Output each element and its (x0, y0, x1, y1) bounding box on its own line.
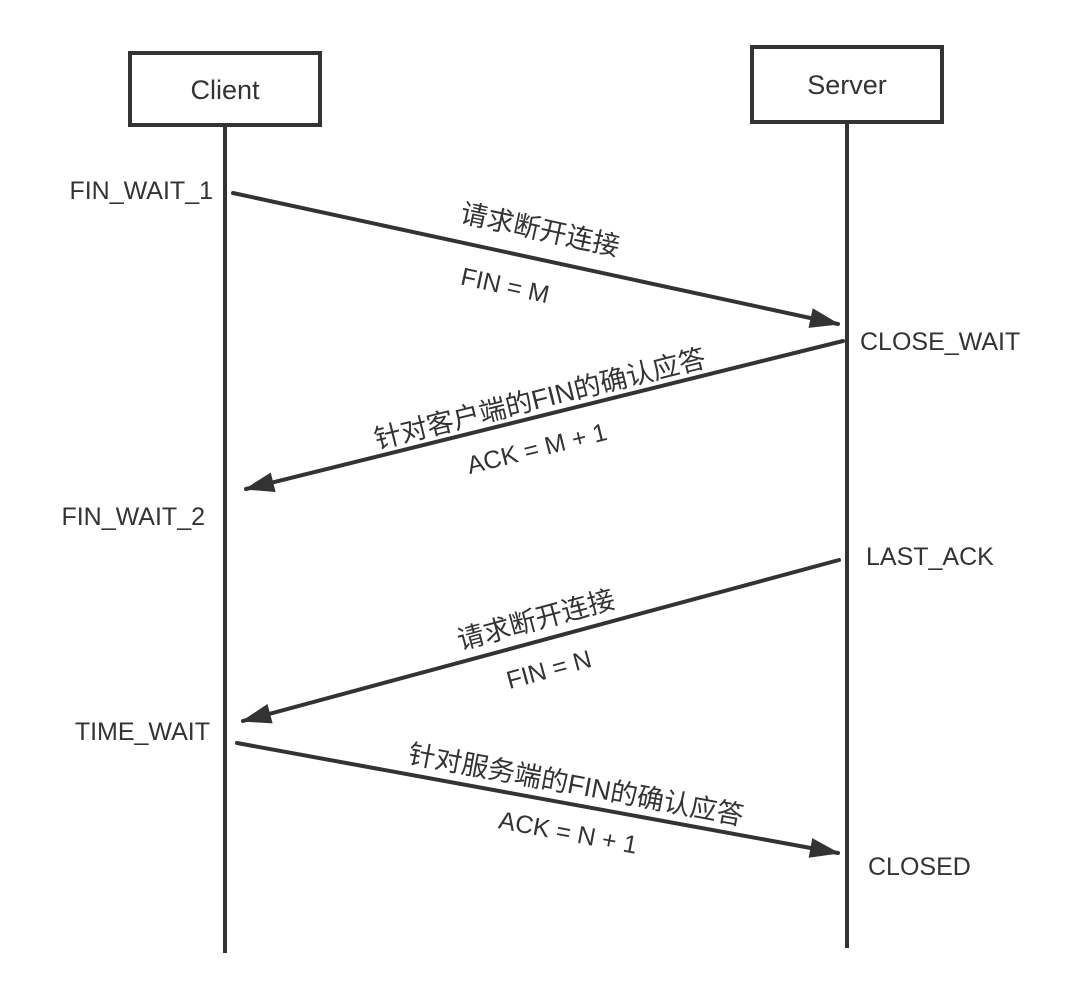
server-actor-box (750, 45, 944, 124)
message-arrow-ack-m-plus-1 (244, 339, 845, 492)
message-detail-fin-m: FIN = M (458, 263, 552, 309)
message-arrow-fin-n (241, 558, 841, 724)
message-label-fin-n: 请求断开连接 (454, 584, 618, 655)
message-detail-fin-n: FIN = N (503, 645, 594, 695)
message-label-fin-m: 请求断开连接 (458, 198, 623, 262)
state-label-last-ack: LAST_ACK (866, 543, 994, 571)
message-arrow-fin-m (231, 191, 840, 328)
client-actor-box (128, 51, 322, 127)
state-label-fin-wait-2: FIN_WAIT_2 (61, 503, 205, 531)
state-label-fin-wait-1: FIN_WAIT_1 (69, 177, 213, 205)
message-arrow-ack-n-plus-1 (235, 741, 840, 858)
state-label-close-wait: CLOSE_WAIT (860, 328, 1020, 356)
state-label-closed: CLOSED (868, 853, 971, 881)
server-actor-label: Server (807, 70, 887, 100)
client-actor-label: Client (190, 75, 260, 105)
state-label-time-wait: TIME_WAIT (75, 718, 210, 746)
